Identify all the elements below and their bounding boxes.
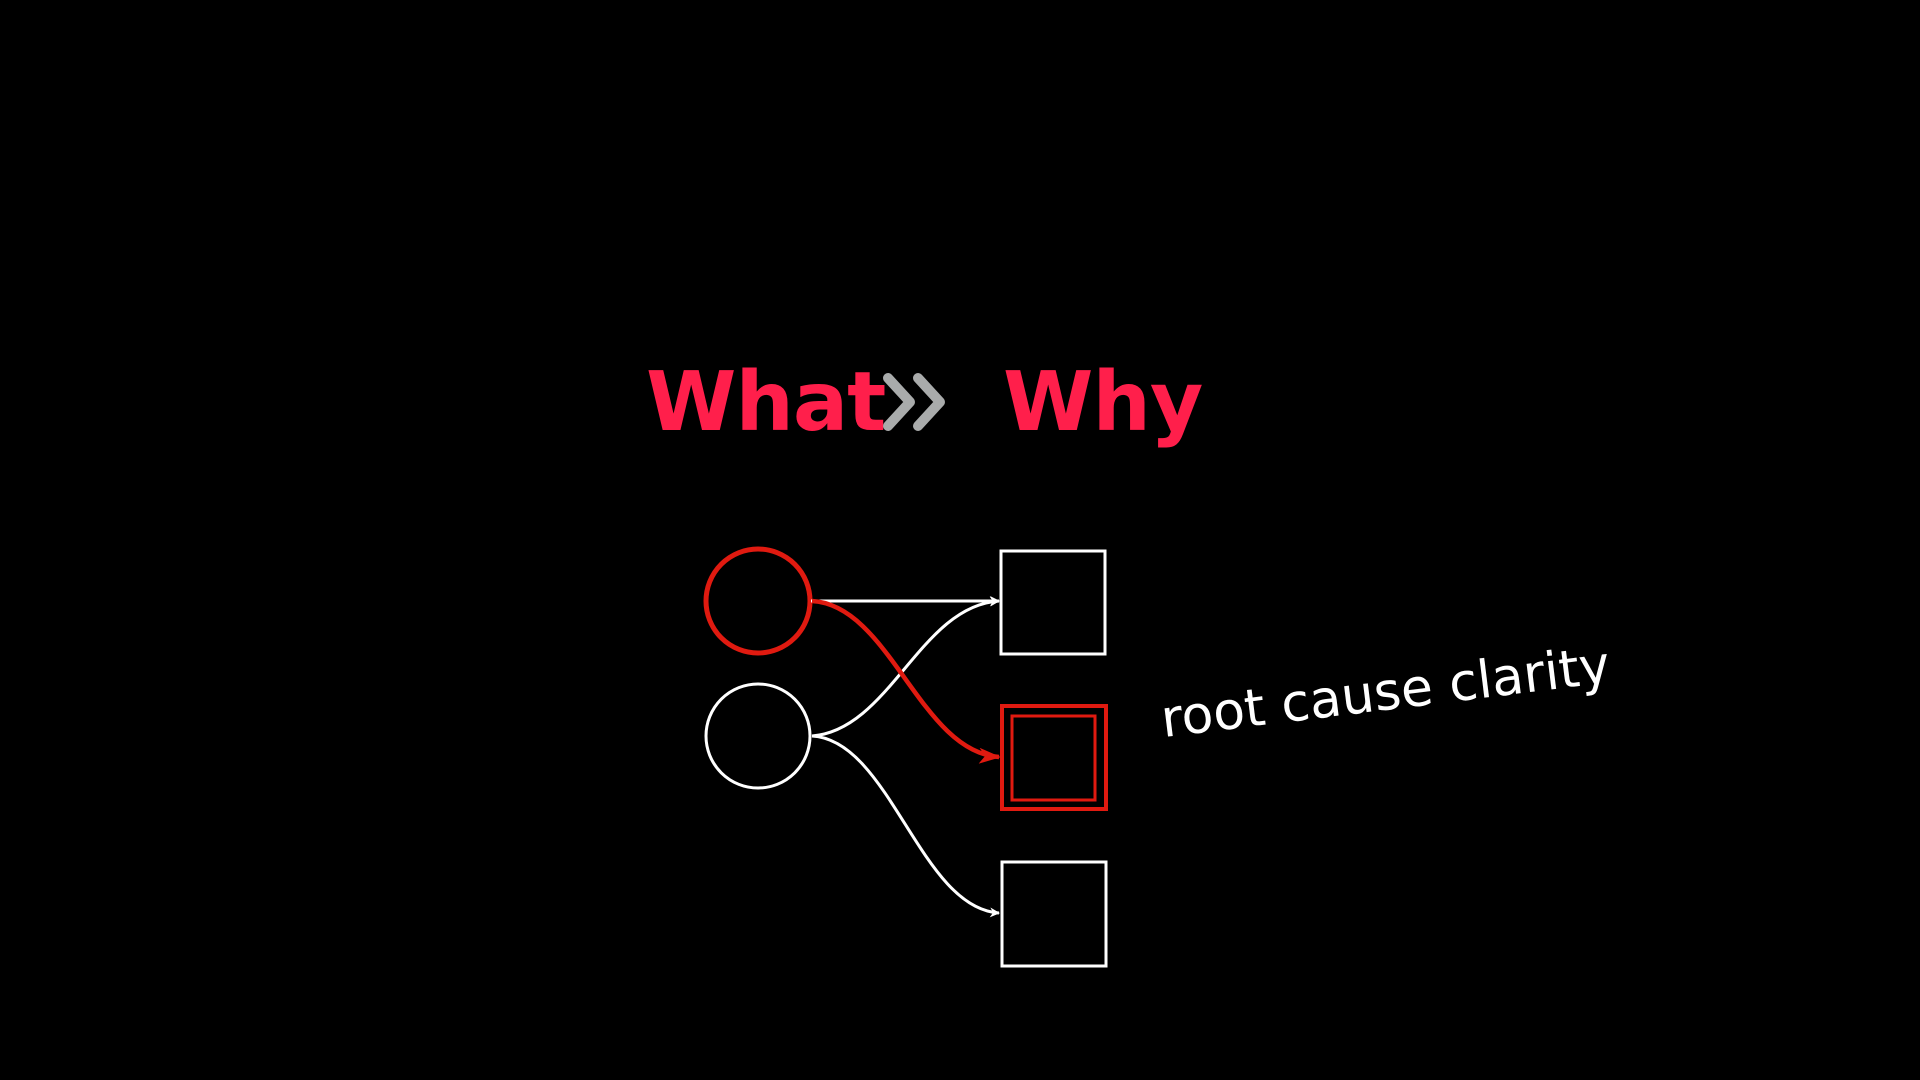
arrow-2-to-1	[811, 596, 1000, 738]
title-why: Why	[1003, 355, 1203, 450]
why-node-root-cause-inner	[1010, 714, 1097, 802]
why-node-1	[999, 549, 1107, 656]
what-node	[704, 682, 812, 790]
why-node-3	[1000, 860, 1108, 968]
arrow-1-to-root-cause	[811, 598, 1001, 764]
title-what: What	[646, 355, 886, 450]
what-node-selected	[703, 546, 813, 656]
why-node-root-cause	[1000, 704, 1108, 811]
double-chevron-right-icon	[883, 373, 945, 431]
arrow-2-to-3	[811, 734, 1000, 918]
